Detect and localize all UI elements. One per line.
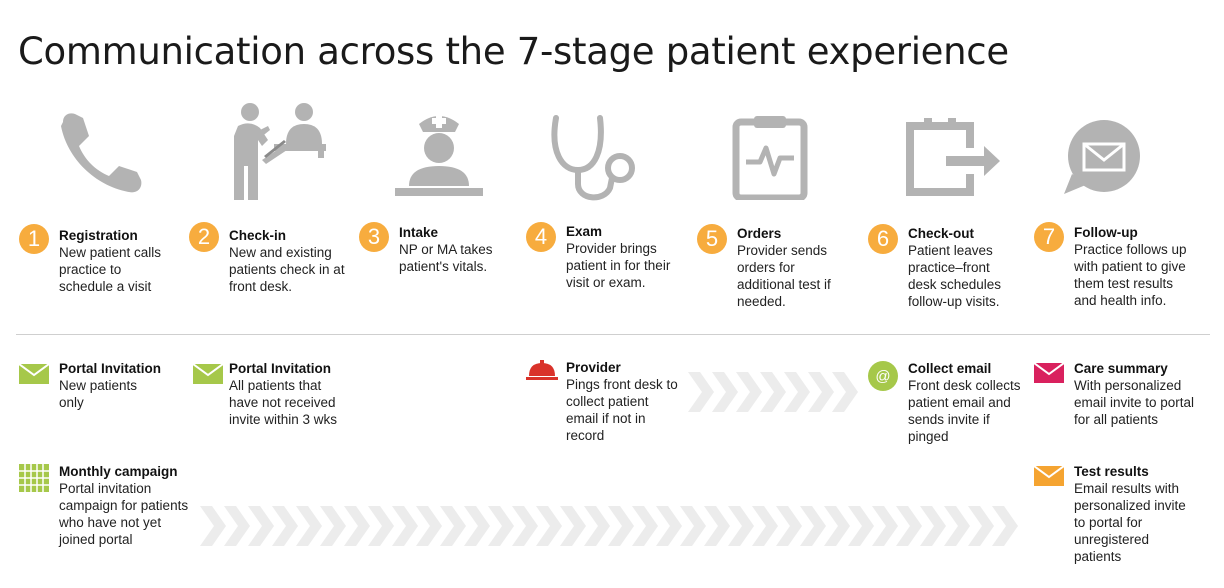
- chevron-segment: [200, 506, 226, 546]
- comm-description: Front desk collects patient email and se…: [908, 378, 1021, 444]
- chevron-segment: [344, 506, 370, 546]
- chevron-segment: [656, 506, 682, 546]
- check-in-people-icon: [234, 103, 326, 200]
- chevron-segment: [392, 506, 418, 546]
- stage-heading: Exam: [566, 224, 603, 239]
- chevron-segment: [920, 506, 946, 546]
- chevron-segment: [800, 506, 826, 546]
- stage-number: 3: [359, 222, 389, 252]
- stage-heading: Check-in: [229, 228, 287, 243]
- comm-description: New patients only: [59, 378, 138, 410]
- service-bell-icon: [526, 360, 558, 380]
- chevron-segment: [944, 506, 970, 546]
- magenta-envelope-icon: [1034, 363, 1064, 383]
- stethoscope-icon: [551, 115, 635, 201]
- comm-description: Portal invitation campaign for patients …: [59, 481, 189, 547]
- comm-heading: Care summary: [1074, 361, 1168, 376]
- chevron-segment: [848, 506, 874, 546]
- chevron-segment: [248, 506, 274, 546]
- chevron-segment: [512, 506, 538, 546]
- stage-description: Provider sends orders for additional tes…: [737, 243, 831, 309]
- chevron-segment: [704, 506, 730, 546]
- chevron-segment: [752, 506, 778, 546]
- stage-description: Provider brings patient in for their vis…: [566, 241, 671, 290]
- svg-text:@: @: [875, 368, 890, 385]
- chevron-arrow-track-long: [200, 506, 1018, 546]
- stage-number: 1: [19, 224, 49, 254]
- comm-heading: Portal Invitation: [229, 361, 332, 376]
- comm-description: With personalized email invite to portal…: [1074, 378, 1195, 427]
- exit-door-icon: [906, 118, 1000, 196]
- chevron-segment: [968, 506, 994, 546]
- chevron-segment: [632, 506, 658, 546]
- comm-description: Email results with personalized invite t…: [1074, 481, 1186, 564]
- stage-description: Patient leaves practice–front desk sched…: [908, 243, 1002, 309]
- chevron-segment: [488, 506, 514, 546]
- chevron-segment: [992, 506, 1018, 546]
- stage-heading: Follow-up: [1074, 225, 1138, 240]
- page-title: Communication across the 7-stage patient…: [18, 30, 1009, 73]
- stage-description: New and existing patients check in at fr…: [229, 245, 345, 294]
- at-sign-icon: @: [868, 361, 898, 391]
- chevron-segment: [872, 506, 898, 546]
- comm-heading: Monthly campaign: [59, 464, 178, 479]
- chevron-segment: [896, 506, 922, 546]
- chevron-segment: [560, 506, 586, 546]
- stage-heading: Intake: [399, 225, 439, 240]
- chevron-segment: [464, 506, 490, 546]
- calendar-grid-icon: [19, 464, 49, 492]
- chevron-segment: [416, 506, 442, 546]
- chevron-segment: [536, 506, 562, 546]
- chevron-segment: [680, 506, 706, 546]
- speech-bubble-envelope-icon: [1064, 120, 1140, 194]
- orange-envelope-icon: [1034, 466, 1064, 486]
- chevron-segment: [776, 506, 802, 546]
- comm-heading: Collect email: [908, 361, 992, 376]
- chevron-arrow-track-short: [688, 372, 858, 412]
- phone-icon: [61, 113, 142, 193]
- stage-description: Practice follows up with patient to give…: [1074, 242, 1187, 308]
- chevron-segment: [728, 506, 754, 546]
- stage-number: 5: [697, 224, 727, 254]
- chevron-segment: [296, 506, 322, 546]
- stage-number: 7: [1034, 222, 1064, 252]
- chevron-segment: [368, 506, 394, 546]
- comm-heading: Provider: [566, 360, 621, 375]
- stage-heading: Registration: [59, 228, 138, 243]
- divider: [16, 334, 1210, 335]
- chevron-segment: [440, 506, 466, 546]
- comm-description: Pings front desk to collect patient emai…: [566, 377, 678, 443]
- comm-heading: Test results: [1074, 464, 1149, 479]
- comm-description: All patients that have not received invi…: [229, 378, 338, 427]
- green-envelope-icon: [193, 364, 223, 384]
- clipboard-icon: [732, 116, 808, 200]
- chevron-segment: [608, 506, 634, 546]
- chevron-segment: [224, 506, 250, 546]
- stage-number: 2: [189, 222, 219, 252]
- green-envelope-icon: [19, 364, 49, 384]
- chevron-segment: [584, 506, 610, 546]
- chevron-segment: [320, 506, 346, 546]
- stage-heading: Orders: [737, 226, 782, 241]
- stage-number: 4: [526, 222, 556, 252]
- stage-description: New patient calls practice to schedule a…: [59, 245, 162, 294]
- nurse-icon: [395, 114, 483, 196]
- chevron-segment: [824, 506, 850, 546]
- stage-number: 6: [868, 224, 898, 254]
- comm-heading: Portal Invitation: [59, 361, 162, 376]
- stage-description: NP or MA takes patient's vitals.: [399, 242, 493, 274]
- stage-heading: Check-out: [908, 226, 975, 241]
- chevron-segment: [272, 506, 298, 546]
